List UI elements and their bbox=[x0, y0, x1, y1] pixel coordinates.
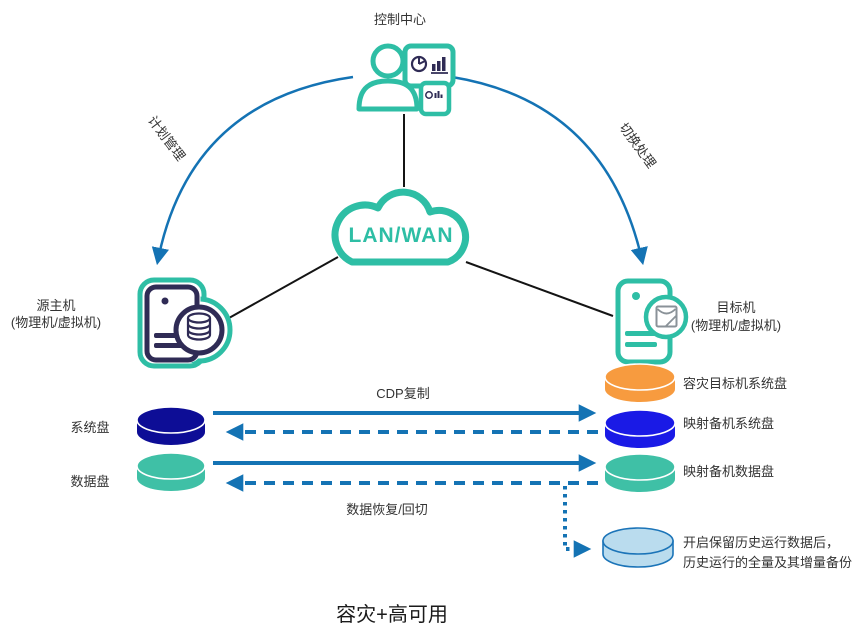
pie-chart-radius2 bbox=[418, 60, 426, 65]
server-led-dot bbox=[161, 297, 169, 305]
operator-head bbox=[370, 43, 406, 79]
plan-management-label: 计划管理 bbox=[145, 113, 188, 164]
diagram-title: 容灾+高可用 bbox=[336, 603, 448, 626]
bar-chart-icon bbox=[431, 57, 448, 74]
connector-cloud-to-target bbox=[465, 261, 614, 317]
source-host-label: 源主机 bbox=[36, 298, 75, 313]
disk-source-data bbox=[136, 452, 206, 491]
history-backup-dotted-arrow bbox=[563, 486, 592, 558]
cdp-replication-label: CDP复制 bbox=[376, 386, 429, 401]
control-center-label: 控制中心 bbox=[374, 12, 426, 27]
history-backup-label-line1: 开启保留历史运行数据后， bbox=[683, 535, 839, 550]
history-backup-label-line2: 历史运行的全量及其增量备份 bbox=[683, 555, 852, 570]
lan-wan-cloud: LAN/WAN bbox=[331, 188, 470, 266]
data-recovery-label: 数据恢复/回切 bbox=[346, 502, 428, 517]
control-center-icon bbox=[356, 43, 456, 117]
cloud-label: LAN/WAN bbox=[349, 224, 454, 247]
disk-target-mapped-system bbox=[604, 409, 676, 448]
switch-processing-arrow bbox=[451, 75, 648, 266]
server-vent-bar bbox=[625, 342, 657, 347]
source-host-icon bbox=[137, 277, 233, 369]
tablet-dashboard-icon bbox=[425, 91, 443, 99]
disk-source-system bbox=[136, 406, 206, 445]
operator-body bbox=[356, 78, 420, 112]
server-vent-bar bbox=[625, 331, 657, 336]
target-host-sublabel: (物理机/虚拟机) bbox=[691, 318, 781, 333]
disk-source-data-label: 数据盘 bbox=[70, 474, 109, 489]
cloud-shape bbox=[331, 188, 470, 266]
server-led-dot bbox=[632, 292, 640, 300]
switch-processing-label: 切换处理 bbox=[616, 120, 659, 171]
tablet-icon bbox=[418, 80, 452, 117]
disk-target-dr-system-label: 容灾目标机系统盘 bbox=[683, 376, 787, 391]
disk-target-mapped-data bbox=[604, 453, 676, 492]
disk-target-dr-system bbox=[604, 363, 676, 402]
target-host-icon bbox=[615, 278, 689, 365]
connector-cloud-to-source bbox=[228, 256, 339, 319]
disk-target-mapped-data-label: 映射备机数据盘 bbox=[683, 464, 774, 479]
source-host-sublabel: (物理机/虚拟机) bbox=[11, 315, 101, 330]
disk-target-mapped-system-label: 映射备机系统盘 bbox=[683, 416, 774, 431]
disk-history-backup bbox=[602, 527, 674, 568]
database-icon bbox=[186, 312, 212, 341]
plan-management-arrow bbox=[151, 75, 354, 266]
envelope-icon bbox=[655, 305, 678, 328]
target-host-label: 目标机 bbox=[716, 300, 755, 315]
disk-source-system-label: 系统盘 bbox=[70, 420, 109, 435]
